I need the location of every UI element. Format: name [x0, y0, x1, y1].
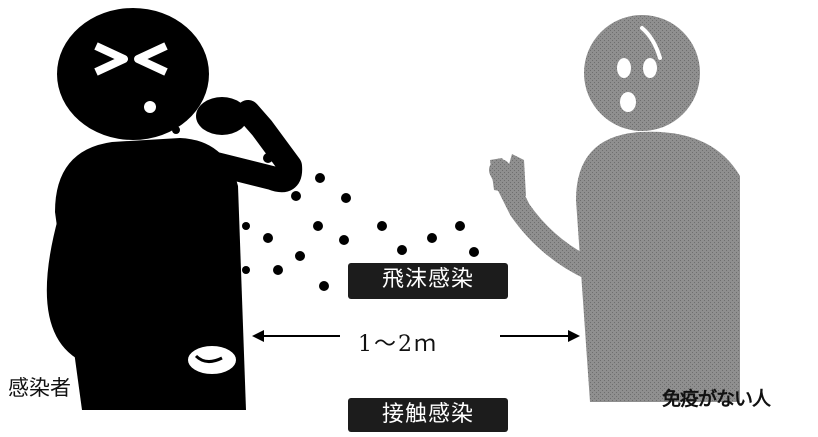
infected-person-figure: [46, 8, 303, 410]
infected-lower-arm: [46, 208, 212, 376]
infected-left-eye: [94, 42, 128, 76]
contact-infection-label: 接触感染: [348, 398, 508, 432]
infected-person-label: 感染者: [8, 376, 71, 400]
susceptible-hand: [490, 154, 526, 196]
susceptible-right-eye: [643, 58, 657, 78]
infected-fist: [196, 97, 248, 135]
susceptible-person-figure: [489, 15, 740, 402]
susceptible-mouth: [620, 92, 636, 112]
distance-label: 1～2ｍ: [358, 332, 438, 357]
distance-arrows: [252, 330, 580, 342]
susceptible-head: [584, 15, 700, 131]
susceptible-left-eye: [617, 58, 631, 78]
infected-torso: [55, 138, 246, 410]
susceptible-torso: [576, 131, 740, 402]
droplet-infection-label: 飛沫感染: [348, 263, 508, 299]
non-immune-person-label: 免疫がない人: [662, 388, 771, 410]
susceptible-raised-arm: [489, 159, 603, 281]
infected-head: [57, 8, 209, 140]
infected-raised-arm: [188, 100, 303, 193]
droplet-particles: [136, 118, 479, 291]
infected-right-eye: [134, 42, 168, 76]
